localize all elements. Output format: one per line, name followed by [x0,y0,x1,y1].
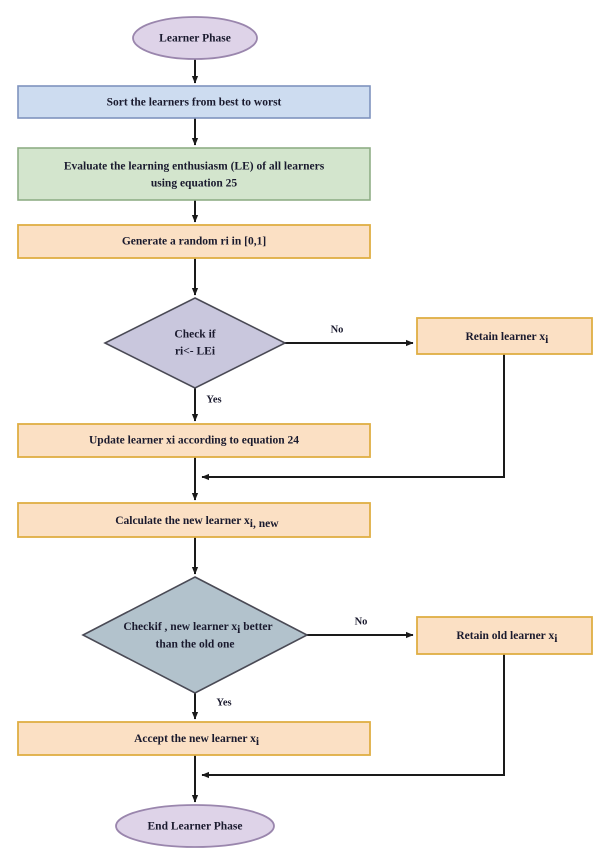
process-retain-label: Retain learner xi [440,331,569,346]
edge-retain-merge-return [201,354,505,481]
process-calculate-label-main: Calculate the new learner x [115,515,250,527]
node-generate-random[interactable]: Generate a random ri in [0,1] [17,224,371,259]
node-update-learner[interactable]: Update learner xi according to equation … [17,423,371,458]
terminator-end-label: End Learner Phase [148,821,243,833]
process-evaluate-label-line1: Evaluate the learning enthusiasm (LE) of… [64,161,325,173]
node-retain-old-learner[interactable]: Retain old learner xi [416,616,593,655]
process-retain-old-label: Retain old learner xi [430,630,577,645]
node-calculate-new-learner[interactable]: Calculate the new learner xi, new [17,502,371,538]
process-accept-label-sub: i [256,736,260,748]
node-end-learner-phase[interactable]: End Learner Phase [115,804,275,848]
edge-label-yes-1: Yes [206,394,221,405]
process-retain-old-label-sub: i [554,633,558,645]
terminator-start-label: Learner Phase [159,33,231,45]
process-update-shape [17,423,371,458]
process-accept-label-main: Accept the new learner x [134,733,256,745]
process-sort-shape [17,85,371,119]
node-start-learner-phase[interactable]: Learner Phase [132,16,258,60]
decision-2-label-line2: than the old one [156,639,235,651]
process-evaluate-shape [17,147,371,201]
process-calculate-shape [17,502,371,538]
edge-label-no-2: No [355,616,368,627]
terminator-start-shape [132,16,258,60]
process-retain-old-shape [416,616,593,655]
edge-label-yes-2: Yes [216,697,231,708]
terminator-end-shape [115,804,275,848]
decision-2-label-main: Checkif , new learner x [123,621,237,633]
process-retain-label-sub: i [545,334,549,346]
node-sort-learners[interactable]: Sort the learners from best to worst [17,85,371,119]
connectors [191,59,505,803]
process-retain-old-label-main: Retain old learner x [456,630,554,642]
process-calculate-label: Calculate the new learner xi, new [89,515,298,530]
process-sort-label: Sort the learners from best to worst [107,97,282,109]
process-accept-label: Accept the new learner xi [109,733,279,748]
process-retain-label-main: Retain learner x [465,331,545,343]
process-accept-shape [17,721,371,756]
decision-1-shape [103,297,287,389]
node-decision-check-ri-lei[interactable]: Check if ri<- LEi [103,297,287,389]
node-retain-learner[interactable]: Retain learner xi [416,317,593,355]
process-update-label: Update learner xi according to equation … [89,435,299,447]
decision-2-label-line1: Checkif , new learner xi better [97,621,292,636]
process-evaluate-label-line2: using equation 25 [151,178,238,190]
edge-label-no-1: No [331,324,344,335]
decision-1-label-line1: Check if [174,329,215,341]
process-retain-shape [416,317,593,355]
process-calculate-label-sub: i, new [250,518,279,530]
node-evaluate-learning-enthusiasm[interactable]: Evaluate the learning enthusiasm (LE) of… [17,147,371,201]
node-accept-new-learner[interactable]: Accept the new learner xi [17,721,371,756]
decision-1-label-line2: ri<- LEi [175,346,216,358]
node-decision-check-new-learner-better[interactable]: Checkif , new learner xi better than the… [81,576,309,694]
edge-retain-old-merge-return [201,654,505,779]
decision-2-shape [81,576,309,694]
process-random-shape [17,224,371,259]
decision-2-label-sub: i [237,624,241,636]
decision-2-label-tail: better [240,621,272,633]
process-random-label: Generate a random ri in [0,1] [122,236,266,248]
edge-labels: No Yes No Yes [206,324,367,708]
